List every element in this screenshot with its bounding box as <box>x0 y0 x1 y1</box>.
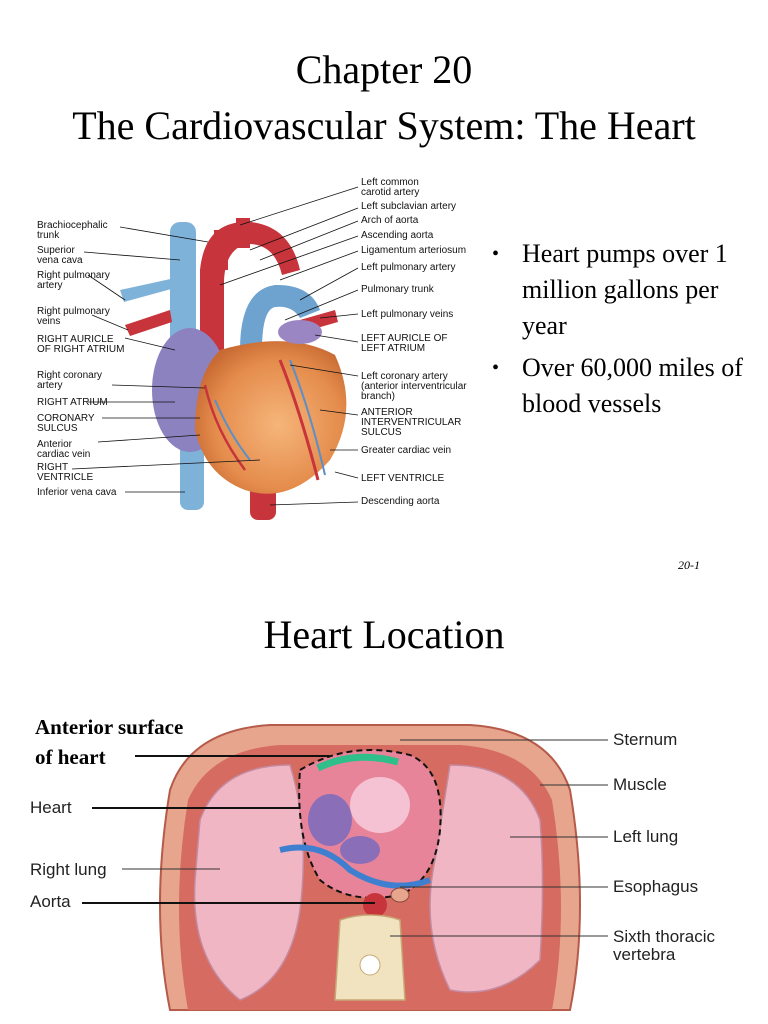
label-left-pulmonary-veins: Left pulmonary veins <box>361 309 454 320</box>
label-pulmonary-trunk: Pulmonary trunk <box>361 284 434 295</box>
bullet-item: •Over 60,000 miles of blood vessels <box>490 350 760 422</box>
aorta-section-shape <box>363 893 387 917</box>
label-sixth-thoracic-vertebra: Sixth thoracic vertebra <box>613 927 716 964</box>
label-anterior-interventricular-sulcus: ANTERIOR INTERVENTRICULAR SULCUS <box>361 407 462 438</box>
bullet-item: •Heart pumps over 1 million gallons per … <box>490 236 760 344</box>
thorax-cross-section-illustration <box>159 724 581 1011</box>
label-brachiocephalic-trunk: Brachiocephalic trunk <box>37 220 108 241</box>
label-ascending-aorta: Ascending aorta <box>361 230 434 241</box>
label-superior-vena-cava: Superior vena cava <box>37 245 83 266</box>
label-ligamentum-arteriosum: Ligamentum arteriosum <box>361 245 467 256</box>
left-auricle-shape <box>278 320 322 344</box>
label-right-coronary-artery: Right coronary artery <box>37 370 103 391</box>
label-descending-aorta: Descending aorta <box>361 496 440 507</box>
leader-lines <box>82 739 608 937</box>
ventricles-shape <box>195 341 347 494</box>
slide-title-chapter: Chapter 20 <box>295 47 473 92</box>
label-left-common-carotid: Left common carotid artery <box>361 177 420 198</box>
label-right-auricle: RIGHT AURICLE OF RIGHT ATRIUM <box>37 334 125 355</box>
label-inferior-vena-cava: Inferior vena cava <box>37 487 117 498</box>
label-coronary-sulcus: CORONARY SULCUS <box>37 413 95 434</box>
label-arch-of-aorta: Arch of aorta <box>361 215 419 226</box>
label-right-ventricle: RIGHT VENTRICLE <box>37 462 94 483</box>
pulmonary-trunk-shape <box>240 284 320 350</box>
slide-chapter-20: Chapter 20 The Cardiovascular System: Th… <box>37 47 760 572</box>
bullet-dot-icon: • <box>492 243 500 265</box>
label-right-lung: Right lung <box>30 860 107 879</box>
label-left-ventricle: LEFT VENTRICLE <box>361 473 445 484</box>
label-aorta: Aorta <box>30 892 71 911</box>
label-left-coronary-artery: Left coronary artery (anterior intervent… <box>361 371 467 402</box>
anterior-surface-label: Anterior surface of heart <box>35 715 184 769</box>
fact-bullet-list: •Heart pumps over 1 million gallons per … <box>490 236 760 428</box>
label-right-atrium: RIGHT ATRIUM <box>37 397 108 408</box>
label-sternum: Sternum <box>613 730 678 749</box>
label-heart: Heart <box>30 798 72 817</box>
label-right-pulmonary-artery: Right pulmonary artery <box>37 270 110 291</box>
left-lung-shape <box>429 764 544 993</box>
label-left-pulmonary-artery: Left pulmonary artery <box>361 262 456 273</box>
slide-title-heart-location: Heart Location <box>263 612 505 657</box>
inferior-vena-cava-shape <box>180 442 204 510</box>
label-right-pulmonary-veins: Right pulmonary veins <box>37 306 110 327</box>
slide-title-heart: The Cardiovascular System: The Heart <box>72 103 696 148</box>
anterior-surface-marker <box>316 753 399 772</box>
bullet-dot-icon: • <box>492 357 500 379</box>
label-anterior-cardiac-vein: Anterior cardiac vein <box>37 439 91 460</box>
page-number: 20-1 <box>678 558 700 572</box>
label-left-lung: Left lung <box>613 827 679 846</box>
right-lung-shape <box>193 764 305 1001</box>
label-left-subclavian: Left subclavian artery <box>361 201 457 212</box>
label-left-auricle: LEFT AURICLE OF LEFT ATRIUM <box>361 333 448 354</box>
label-muscle: Muscle <box>613 775 667 794</box>
label-esophagus: Esophagus <box>613 877 699 896</box>
label-greater-cardiac-vein: Greater cardiac vein <box>361 445 452 456</box>
heart-anatomy-illustration <box>71 186 359 520</box>
slide-heart-location: Heart Location <box>0 595 768 1024</box>
